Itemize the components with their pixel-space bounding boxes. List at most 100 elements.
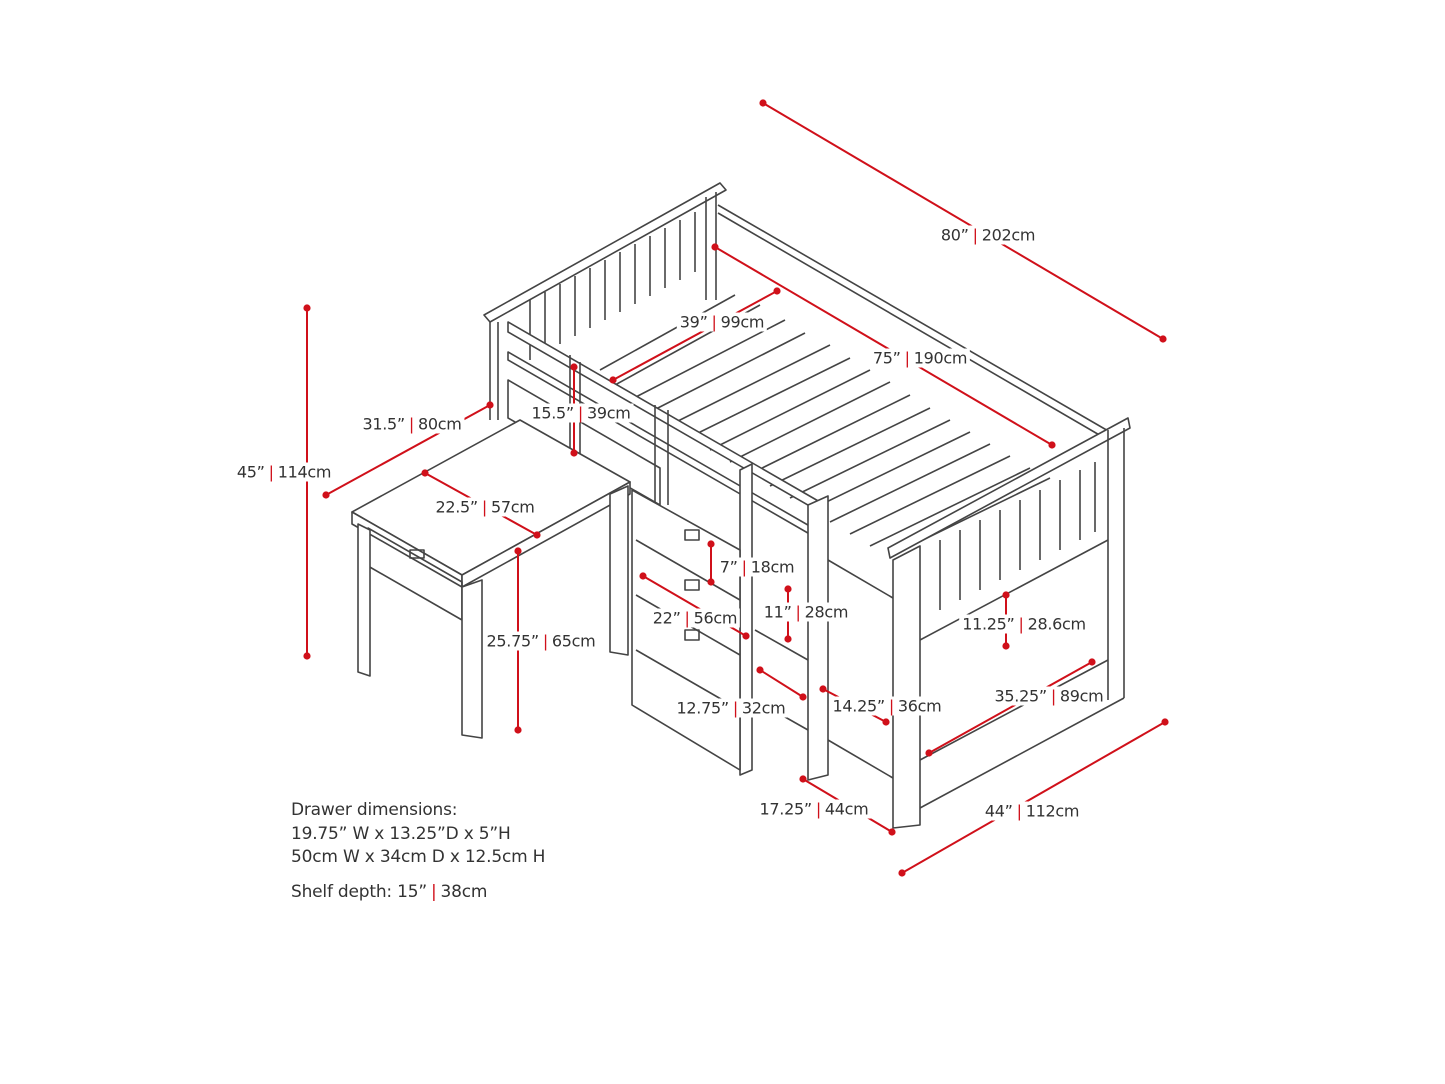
shelf-depth-metric: 38cm	[440, 881, 488, 902]
dimension-inches: 25.75”	[486, 631, 540, 651]
dimension-label-ladder-width: 14.25”|36cm	[829, 696, 945, 716]
dimension-label-drawer-unit-width: 22”|56cm	[649, 608, 741, 628]
dimension-endpoint-dot	[639, 572, 647, 580]
ladder	[739, 463, 829, 781]
dimension-cm: 114cm	[277, 462, 332, 482]
drawer-dimensions-metric: 50cm W x 34cm D x 12.5cm H	[291, 847, 546, 867]
dimension-endpoint-dot	[898, 869, 906, 877]
dimension-line-overall-length	[759, 99, 1167, 343]
dimension-separator: |	[795, 602, 801, 622]
dimension-cm: 57cm	[490, 497, 535, 517]
dimension-separator: |	[711, 312, 717, 332]
dimension-label-shelf-width: 12.75”|32cm	[673, 698, 789, 718]
dimension-separator: |	[732, 698, 738, 718]
dimension-endpoint-dot	[303, 652, 311, 660]
dimension-endpoint-dot	[1048, 441, 1056, 449]
dimension-inches: 31.5”	[362, 414, 405, 434]
dimension-endpoint-dot	[711, 243, 719, 251]
dimension-label-desk-height: 25.75”|65cm	[483, 631, 599, 651]
dimension-endpoint-dot	[773, 287, 781, 295]
dimension-endpoint-dot	[784, 635, 792, 643]
dimension-inches: 11”	[763, 602, 792, 622]
dimension-line	[612, 290, 778, 381]
dimension-separator: |	[888, 696, 894, 716]
dimension-cm: 18cm	[750, 557, 795, 577]
dimension-endpoint-dot	[882, 718, 890, 726]
dimension-cm: 80cm	[417, 414, 462, 434]
dimension-endpoint-dot	[1159, 335, 1167, 343]
dimension-endpoint-dot	[819, 685, 827, 693]
dimension-cm: 202cm	[981, 225, 1036, 245]
dimension-endpoint-dot	[514, 726, 522, 734]
dimension-endpoint-dot	[1088, 658, 1096, 666]
dimension-cm: 89cm	[1059, 686, 1104, 706]
dimension-line	[714, 246, 1053, 446]
dimension-label-desk-length: 31.5”|80cm	[359, 414, 465, 434]
dimension-endpoint-dot	[421, 469, 429, 477]
dimension-separator: |	[1016, 801, 1022, 821]
dimension-inches: 14.25”	[832, 696, 886, 716]
dimension-cm: 190cm	[913, 348, 968, 368]
dimension-inches: 22.5”	[435, 497, 478, 517]
notes-block: Drawer dimensions: 19.75” W x 13.25”D x …	[291, 799, 545, 904]
dimension-label-guardrail-height: 15.5”|39cm	[528, 403, 634, 423]
dimension-inches: 7”	[719, 557, 738, 577]
dimension-endpoint-dot	[799, 775, 807, 783]
dimension-cm: 36cm	[897, 696, 942, 716]
dimension-inches: 12.75”	[676, 698, 730, 718]
dimension-endpoint-dot	[925, 749, 933, 757]
dimension-endpoint-dot	[759, 99, 767, 107]
dimension-separator: |	[577, 403, 583, 423]
drawer-dimensions-imperial: 19.75” W x 13.25”D x 5”H	[291, 823, 511, 844]
dimension-inches: 75”	[872, 348, 901, 368]
dimension-cm: 39cm	[586, 403, 631, 423]
dimension-line-overall-width	[898, 718, 1169, 877]
footboard-slats	[939, 462, 1096, 610]
dimension-separator: |	[481, 497, 487, 517]
dimension-line-mattress-width	[609, 287, 781, 384]
dimension-endpoint-dot	[888, 828, 896, 836]
dimension-endpoint-dot	[799, 693, 807, 701]
dimension-label-storage-length: 35.25”|89cm	[991, 686, 1107, 706]
dimension-inches: 35.25”	[994, 686, 1048, 706]
dimension-separator: |	[741, 557, 747, 577]
dimension-label-mattress-length: 75”|190cm	[869, 348, 971, 368]
dimension-label-overall-height: 45”|114cm	[233, 462, 335, 482]
dimension-label-ladder-step-spacing: 11”|28cm	[760, 602, 852, 622]
dimension-cm: 65cm	[551, 631, 596, 651]
dimension-label-mattress-width: 39”|99cm	[676, 312, 768, 332]
dimension-label-drawer-front-height: 7”|18cm	[716, 557, 798, 577]
dimension-endpoint-dot	[707, 578, 715, 586]
dimension-endpoint-dot	[784, 585, 792, 593]
dimension-endpoint-dot	[1002, 591, 1010, 599]
dimension-label-overall-width: 44”|112cm	[981, 801, 1083, 821]
dimension-cm: 56cm	[693, 608, 738, 628]
dimension-label-desk-depth: 22.5”|57cm	[432, 497, 538, 517]
drawer-unit	[631, 489, 741, 771]
dimension-separator: |	[684, 608, 690, 628]
dimension-endpoint-dot	[514, 547, 522, 555]
dimension-separator: |	[408, 414, 414, 434]
dimension-inches: 39”	[679, 312, 708, 332]
dimension-line	[901, 721, 1166, 874]
dimension-label-under-bed-clearance: 11.25”|28.6cm	[959, 614, 1089, 634]
dimension-separator: |	[1018, 614, 1024, 634]
dimension-endpoint-dot	[570, 449, 578, 457]
dimension-cm: 32cm	[741, 698, 786, 718]
dimension-separator: |	[972, 225, 978, 245]
shelf-depth: Shelf depth: 15”|38cm	[291, 881, 545, 905]
dimension-inches: 80”	[940, 225, 969, 245]
dimension-cm: 99cm	[720, 312, 765, 332]
drawer-dimensions-title: Drawer dimensions:	[291, 800, 458, 820]
dimension-separator: |	[268, 462, 274, 482]
dimension-endpoint-dot	[570, 363, 578, 371]
headboard-slats	[529, 212, 696, 360]
shelf-depth-separator: |	[431, 881, 437, 902]
dimension-label-overall-length: 80”|202cm	[937, 225, 1039, 245]
dimension-line-shelf-width	[756, 666, 807, 701]
dimension-inches: 11.25”	[962, 614, 1015, 634]
dimension-endpoint-dot	[609, 376, 617, 384]
dimension-endpoint-dot	[742, 632, 750, 640]
